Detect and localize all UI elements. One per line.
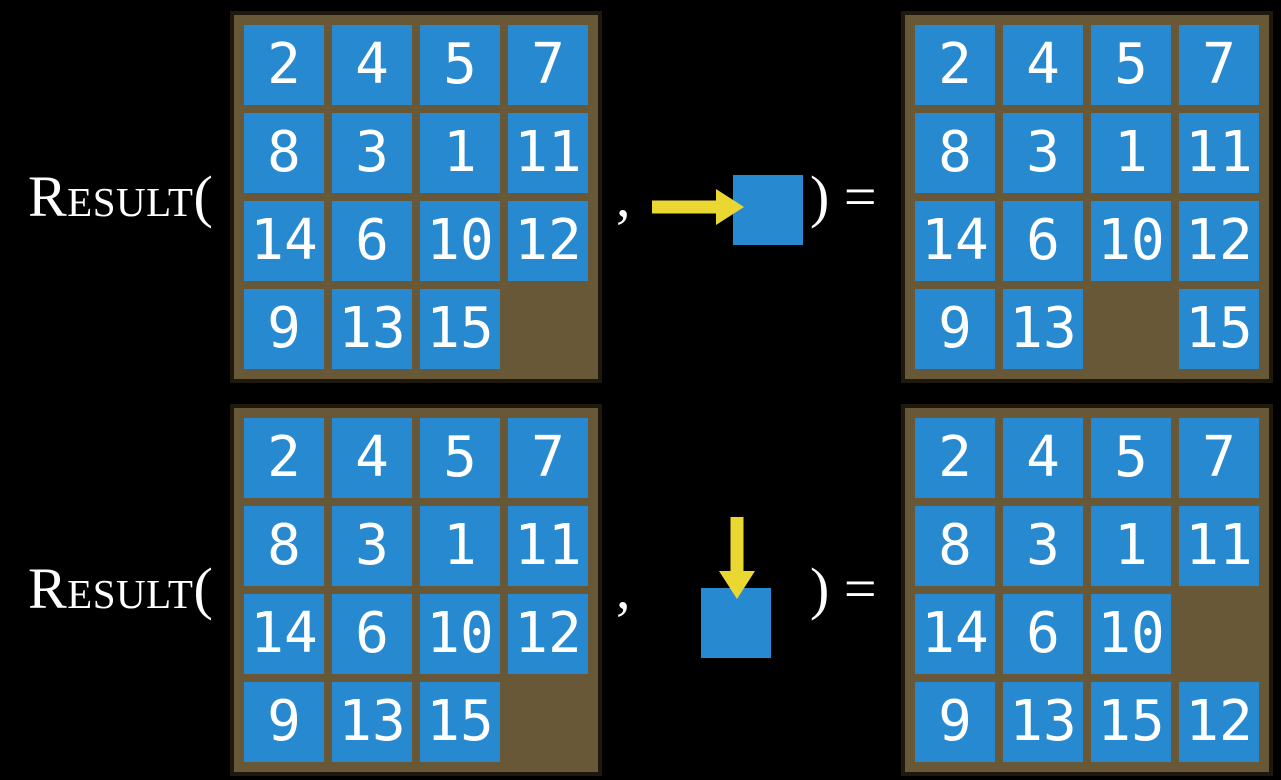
puzzle-tile: 7 [508, 418, 588, 498]
puzzle-tile: 8 [244, 113, 324, 193]
puzzle-tile: 4 [1003, 418, 1083, 498]
action-tile-square [701, 588, 771, 658]
puzzle-tile: 3 [332, 506, 412, 586]
puzzle-tile: 9 [915, 289, 995, 369]
puzzle-tile: 4 [1003, 25, 1083, 105]
puzzle-tile: 13 [1003, 682, 1083, 762]
puzzle-tile: 14 [244, 201, 324, 281]
puzzle-tile: 3 [1003, 506, 1083, 586]
puzzle-tile: 4 [332, 25, 412, 105]
puzzle-tile: 10 [420, 594, 500, 674]
puzzle-tile: 4 [332, 418, 412, 498]
puzzle-tile: 5 [1091, 418, 1171, 498]
puzzle-tile: 6 [332, 201, 412, 281]
puzzle-tile: 11 [1179, 506, 1259, 586]
puzzle-tile: 11 [508, 113, 588, 193]
puzzle-tile: 11 [1179, 113, 1259, 193]
puzzle-tile: 5 [420, 25, 500, 105]
puzzle-tile: 15 [1091, 682, 1171, 762]
puzzle-tile: 3 [332, 113, 412, 193]
puzzle-tile: 1 [1091, 113, 1171, 193]
puzzle-tile: 3 [1003, 113, 1083, 193]
puzzle-tile: 5 [1091, 25, 1171, 105]
puzzle-tile: 9 [915, 682, 995, 762]
puzzle-tile: 11 [508, 506, 588, 586]
down-arrow-icon [719, 517, 755, 599]
close-paren-equals: ) = [810, 556, 877, 621]
puzzle-tile: 10 [420, 201, 500, 281]
empty-slot [1179, 594, 1259, 674]
empty-slot [508, 682, 588, 762]
puzzle-tile: 12 [1179, 682, 1259, 762]
result-function-label: Result( [28, 164, 214, 229]
puzzle-tile: 7 [1179, 25, 1259, 105]
puzzle-tile: 10 [1091, 201, 1171, 281]
puzzle-tile: 5 [420, 418, 500, 498]
close-paren-equals: ) = [810, 164, 877, 229]
empty-slot [1091, 289, 1171, 369]
comma-separator: , [616, 164, 631, 229]
puzzle-tile: 8 [915, 506, 995, 586]
puzzle-tile: 6 [1003, 594, 1083, 674]
puzzle-tile: 8 [244, 506, 324, 586]
puzzle-tile: 12 [508, 594, 588, 674]
puzzle-tile: 14 [244, 594, 324, 674]
puzzle-tile: 15 [420, 682, 500, 762]
puzzle-tile: 2 [915, 25, 995, 105]
puzzle-tile: 1 [420, 506, 500, 586]
puzzle-tile: 14 [915, 201, 995, 281]
puzzle-tile: 15 [1179, 289, 1259, 369]
puzzle-tile: 1 [420, 113, 500, 193]
action-tile-square [733, 175, 803, 245]
puzzle-tile: 2 [244, 418, 324, 498]
right-arrow-icon [652, 189, 744, 225]
puzzle-tile: 10 [1091, 594, 1171, 674]
puzzle-tile: 9 [244, 289, 324, 369]
puzzle-tile: 7 [1179, 418, 1259, 498]
puzzle-tile: 13 [332, 682, 412, 762]
empty-slot [508, 289, 588, 369]
puzzle-tile: 13 [1003, 289, 1083, 369]
puzzle-tile: 2 [915, 418, 995, 498]
puzzle-tile: 1 [1091, 506, 1171, 586]
puzzle-tile: 12 [1179, 201, 1259, 281]
puzzle-tile: 13 [332, 289, 412, 369]
puzzle-tile: 15 [420, 289, 500, 369]
comma-separator: , [616, 556, 631, 621]
puzzle-tile: 12 [508, 201, 588, 281]
puzzle-tile: 6 [1003, 201, 1083, 281]
puzzle-tile: 2 [244, 25, 324, 105]
puzzle-tile: 9 [244, 682, 324, 762]
puzzle-tile: 14 [915, 594, 995, 674]
puzzle-tile: 6 [332, 594, 412, 674]
result-function-label: Result( [28, 556, 214, 621]
puzzle-tile: 8 [915, 113, 995, 193]
puzzle-tile: 7 [508, 25, 588, 105]
